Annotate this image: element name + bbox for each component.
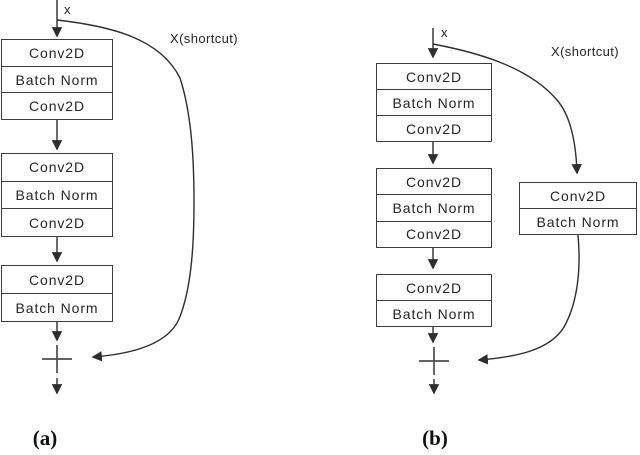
layer-batch-norm: Batch Norm (377, 90, 491, 116)
layer-conv2d: Conv2D (377, 169, 491, 196)
layer-batch-norm: Batch Norm (377, 195, 491, 222)
layer-conv2d: Conv2D (377, 64, 491, 90)
panel-a-group-1: Conv2D Batch Norm Conv2D (1, 39, 113, 120)
panel-b-add-merge-icon (419, 347, 449, 375)
layer-conv2d: Conv2D (406, 120, 462, 137)
panel-b-shortcut-branch-box: Conv2D Batch Norm (519, 182, 637, 235)
panel-a-shortcut-curve (56, 19, 195, 362)
panel-a-group-3: Conv2D Batch Norm (1, 265, 113, 322)
panel-a-add-merge-icon (42, 345, 72, 373)
layer-conv2d: Conv2D (29, 98, 85, 115)
layer-batch-norm: Batch Norm (536, 213, 620, 230)
layer-batch-norm: Batch Norm (392, 305, 476, 322)
panel-b-group-3: Conv2D Batch Norm (376, 274, 492, 327)
layer-batch-norm: Batch Norm (15, 299, 99, 316)
layer-conv2d: Conv2D (2, 154, 112, 182)
panel-b-group-2: Conv2D Batch Norm Conv2D (376, 168, 492, 248)
panel-a-input-label: x (64, 2, 71, 17)
layer-batch-norm: Batch Norm (2, 182, 112, 210)
layer-conv2d: Conv2D (29, 214, 85, 231)
layer-conv2d: Conv2D (2, 266, 112, 294)
panel-b-shortcut-curve-bottom (477, 234, 580, 365)
panel-a-shortcut-label: X(shortcut) (170, 31, 238, 46)
layer-batch-norm: Batch Norm (2, 67, 112, 94)
layer-conv2d: Conv2D (377, 275, 491, 301)
panel-b-input-label: x (441, 25, 448, 40)
panel-a-group-2: Conv2D Batch Norm Conv2D (1, 153, 113, 237)
panel-b-caption: (b) (422, 426, 448, 450)
panel-b-shortcut-label: X(shortcut) (551, 44, 619, 59)
layer-conv2d: Conv2D (2, 40, 112, 67)
panel-b-shortcut-curve-top (432, 43, 582, 175)
layer-conv2d: Conv2D (406, 226, 462, 243)
panel-a-caption: (a) (32, 426, 58, 450)
panel-b-group-1: Conv2D Batch Norm Conv2D (376, 63, 492, 142)
layer-conv2d: Conv2D (520, 183, 636, 209)
